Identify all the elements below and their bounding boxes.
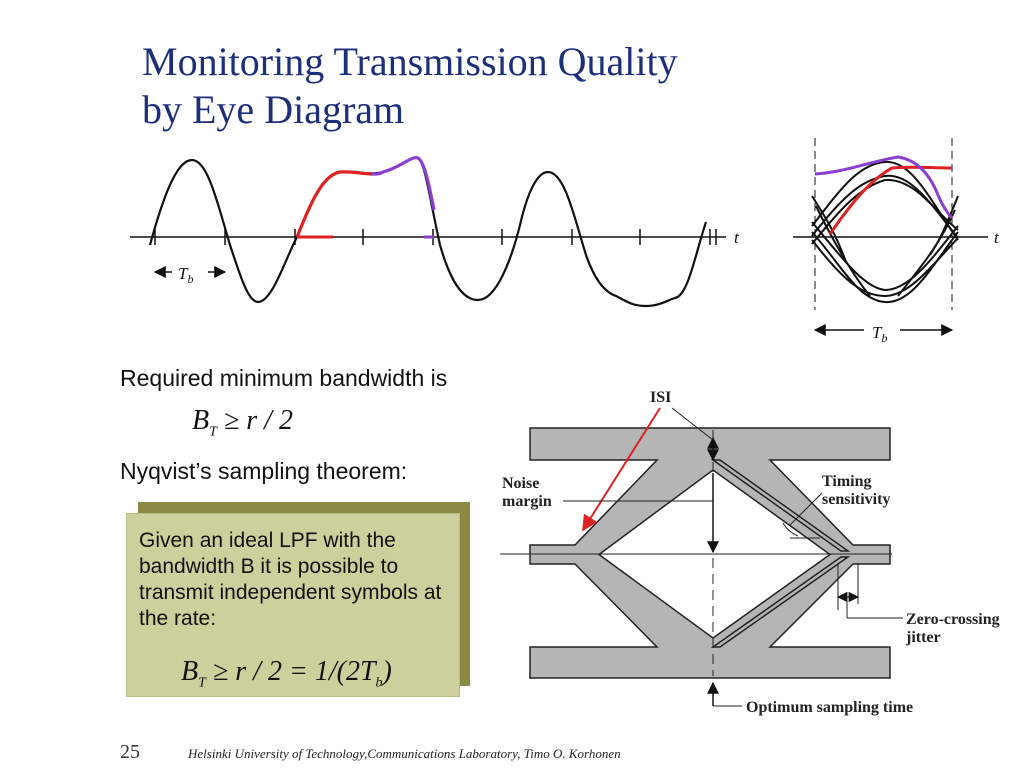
theorem-formula: BT ≥ r / 2 = 1/(2Tb) bbox=[181, 656, 392, 691]
theorem-box-text: Given an ideal LPF with the bandwidth B … bbox=[139, 529, 442, 630]
zero-crossing-label-1: Zero-crossing bbox=[906, 611, 1000, 628]
small-eye-axis-label: t bbox=[994, 228, 1000, 247]
noise-margin-label-1: Noise bbox=[502, 475, 539, 492]
timing-label-1: Timing bbox=[822, 473, 872, 490]
isi-leader bbox=[671, 407, 714, 441]
waveform-signal bbox=[148, 156, 708, 308]
noise-margin-label-2: margin bbox=[502, 493, 552, 510]
nyquist-theorem-text: Nyqvist’s sampling theorem: bbox=[120, 458, 408, 484]
required-bandwidth-text: Required minimum bandwidth is bbox=[120, 365, 448, 391]
page-number: 25 bbox=[120, 741, 140, 763]
footer-text: Helsinki University of Technology,Commun… bbox=[188, 746, 621, 761]
large-eye-diagram: ISI Noise margin Timing sensitivity Zero… bbox=[500, 389, 1000, 716]
small-eye-purple-trace bbox=[814, 155, 954, 220]
slide-title: Monitoring Transmission Quality by Eye D… bbox=[142, 38, 678, 134]
timing-label-2: sensitivity bbox=[822, 491, 890, 508]
waveform-purple-segment bbox=[371, 155, 436, 211]
small-eye-traces bbox=[811, 160, 959, 304]
waveform-period-label: Tb bbox=[178, 264, 193, 286]
title-line-2: by Eye Diagram bbox=[142, 87, 405, 132]
waveform-red-segment bbox=[295, 170, 373, 238]
small-eye-period-label-bg bbox=[864, 320, 900, 342]
isi-red-pointer bbox=[582, 407, 661, 532]
bandwidth-formula: BT ≥ r / 2 bbox=[192, 405, 293, 440]
timing-leader bbox=[789, 492, 823, 526]
zero-crossing-label-2: jitter bbox=[905, 629, 941, 646]
small-eye-diagram: Tb t bbox=[793, 138, 1000, 345]
optimum-sampling-label: Optimum sampling time bbox=[746, 699, 913, 716]
timing-angle-arc bbox=[782, 522, 799, 537]
waveform: Tb t bbox=[130, 155, 740, 308]
small-eye-red-trace bbox=[828, 165, 953, 235]
theorem-box: Given an ideal LPF with the bandwidth B … bbox=[126, 513, 460, 697]
waveform-period-label-bg bbox=[172, 262, 208, 282]
waveform-axis-label: t bbox=[734, 228, 740, 247]
title-line-1: Monitoring Transmission Quality bbox=[142, 39, 678, 84]
isi-label: ISI bbox=[650, 389, 671, 406]
small-eye-period-label: Tb bbox=[872, 323, 887, 345]
